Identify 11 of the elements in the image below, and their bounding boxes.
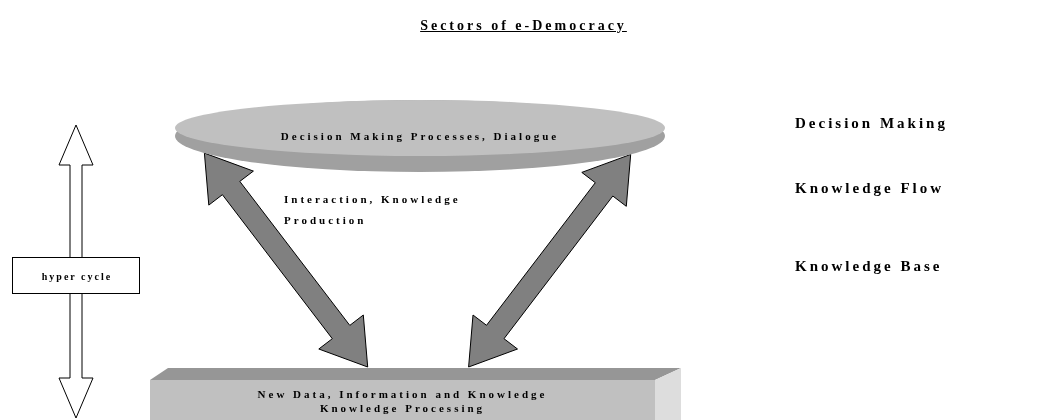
level-label: Knowledge Flow (795, 180, 945, 197)
title: Sectors of e-Democracy (420, 18, 627, 33)
level-label: Decision Making (795, 115, 948, 132)
node-text: Decision Making Processes, Dialogue (280, 129, 560, 143)
double-arrow (203, 152, 369, 368)
text-box (12, 257, 140, 294)
node-text: hyper cycle (41, 269, 113, 284)
node-text: Knowledge Processing (319, 401, 486, 415)
node-text: New Data, Information and Knowledge (257, 387, 548, 401)
double-arrow (468, 153, 632, 368)
level-label: Knowledge Base (795, 258, 943, 275)
